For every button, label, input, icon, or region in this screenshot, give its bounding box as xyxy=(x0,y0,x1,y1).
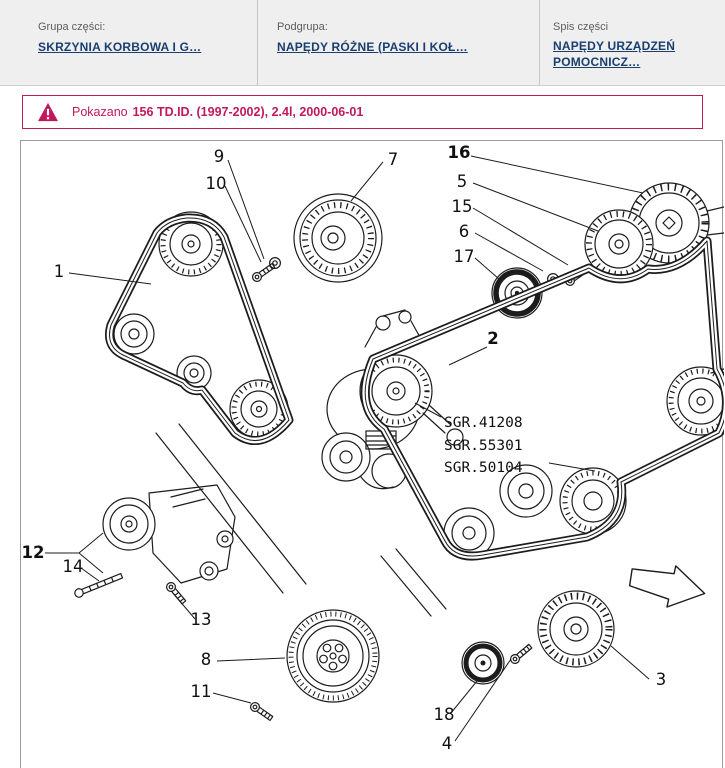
callout-17[interactable]: 17 xyxy=(454,247,475,266)
callout-3[interactable]: 3 xyxy=(656,670,667,689)
callout-leader-lines xyxy=(45,155,650,742)
belt-run-lines xyxy=(155,423,447,617)
callout-2[interactable]: 2 xyxy=(487,329,498,348)
pulley-3 xyxy=(537,590,615,668)
callout-6[interactable]: 6 xyxy=(459,222,470,241)
callout-15[interactable]: 15 xyxy=(452,197,473,216)
shown-variant-text: Pokazano 156 TD.ID. (1997-2002), 2.4l, 20… xyxy=(72,105,363,119)
callout-13[interactable]: 13 xyxy=(191,610,212,629)
screw-13 xyxy=(164,580,188,606)
callout-8[interactable]: 8 xyxy=(201,650,212,669)
screw-11 xyxy=(248,700,275,723)
callout-1[interactable]: 1 xyxy=(54,262,65,281)
callout-10[interactable]: 10 xyxy=(206,174,227,193)
callout-16[interactable]: 16 xyxy=(448,143,471,162)
pulley-8 xyxy=(286,609,380,703)
subgroup-section: Podgrupa: NAPĘDY RÓŻNE (PASKI I KOŁ… xyxy=(258,0,540,85)
parts-diagram: 1 2 3 4 5 6 7 8 9 10 11 12 13 14 15 16 1… xyxy=(22,143,724,753)
parts-list-section: Spis części NAPĘDY URZĄDZEŃ POMOCNICZ… xyxy=(540,0,725,85)
tensioner-group-top-right xyxy=(491,182,724,319)
accessory-drive-center xyxy=(321,309,464,490)
bolt-9-washer-10 xyxy=(250,257,281,284)
pulley-7 xyxy=(293,193,383,283)
subgroup-label: Podgrupa: xyxy=(277,21,328,33)
sgr-label-2: SGR.55301 xyxy=(444,438,523,454)
tensioner-assembly-12 xyxy=(102,484,236,584)
direction-arrow-icon xyxy=(628,565,706,608)
shown-detail: 156 TD.ID. (1997-2002), 2.4l, 2000-06-01 xyxy=(132,105,364,119)
pulley-18 xyxy=(461,641,505,685)
callout-18[interactable]: 18 xyxy=(434,705,455,724)
screw-4 xyxy=(508,642,534,666)
sgr-label-1: SGR.41208 xyxy=(444,415,523,431)
shown-variant-banner: Pokazano 156 TD.ID. (1997-2002), 2.4l, 20… xyxy=(22,95,703,129)
callout-14[interactable]: 14 xyxy=(63,557,84,576)
header: Grupa części: SKRZYNIA KORBOWA I G… Podg… xyxy=(0,0,725,86)
warning-triangle-icon xyxy=(38,102,58,122)
callout-12[interactable]: 12 xyxy=(22,543,45,562)
belt-assembly-left xyxy=(113,211,289,439)
callout-5[interactable]: 5 xyxy=(457,172,468,191)
group-link[interactable]: SKRZYNIA KORBOWA I G… xyxy=(38,40,202,54)
callout-7[interactable]: 7 xyxy=(388,150,399,169)
diagram-panel: 1 2 3 4 5 6 7 8 9 10 11 12 13 14 15 16 1… xyxy=(20,140,724,768)
group-label: Grupa części: xyxy=(38,21,106,33)
callout-4[interactable]: 4 xyxy=(442,734,453,753)
sgr-label-3: SGR.50104 xyxy=(444,460,523,476)
callout-11[interactable]: 11 xyxy=(191,682,212,701)
group-section: Grupa części: SKRZYNIA KORBOWA I G… xyxy=(0,0,258,85)
subgroup-link[interactable]: NAPĘDY RÓŻNE (PASKI I KOŁ… xyxy=(277,40,468,54)
shown-prefix: Pokazano xyxy=(72,105,128,119)
parts-list-link[interactable]: NAPĘDY URZĄDZEŃ POMOCNICZ… xyxy=(553,39,676,70)
parts-list-label: Spis części xyxy=(553,21,609,33)
callout-9[interactable]: 9 xyxy=(214,147,225,166)
